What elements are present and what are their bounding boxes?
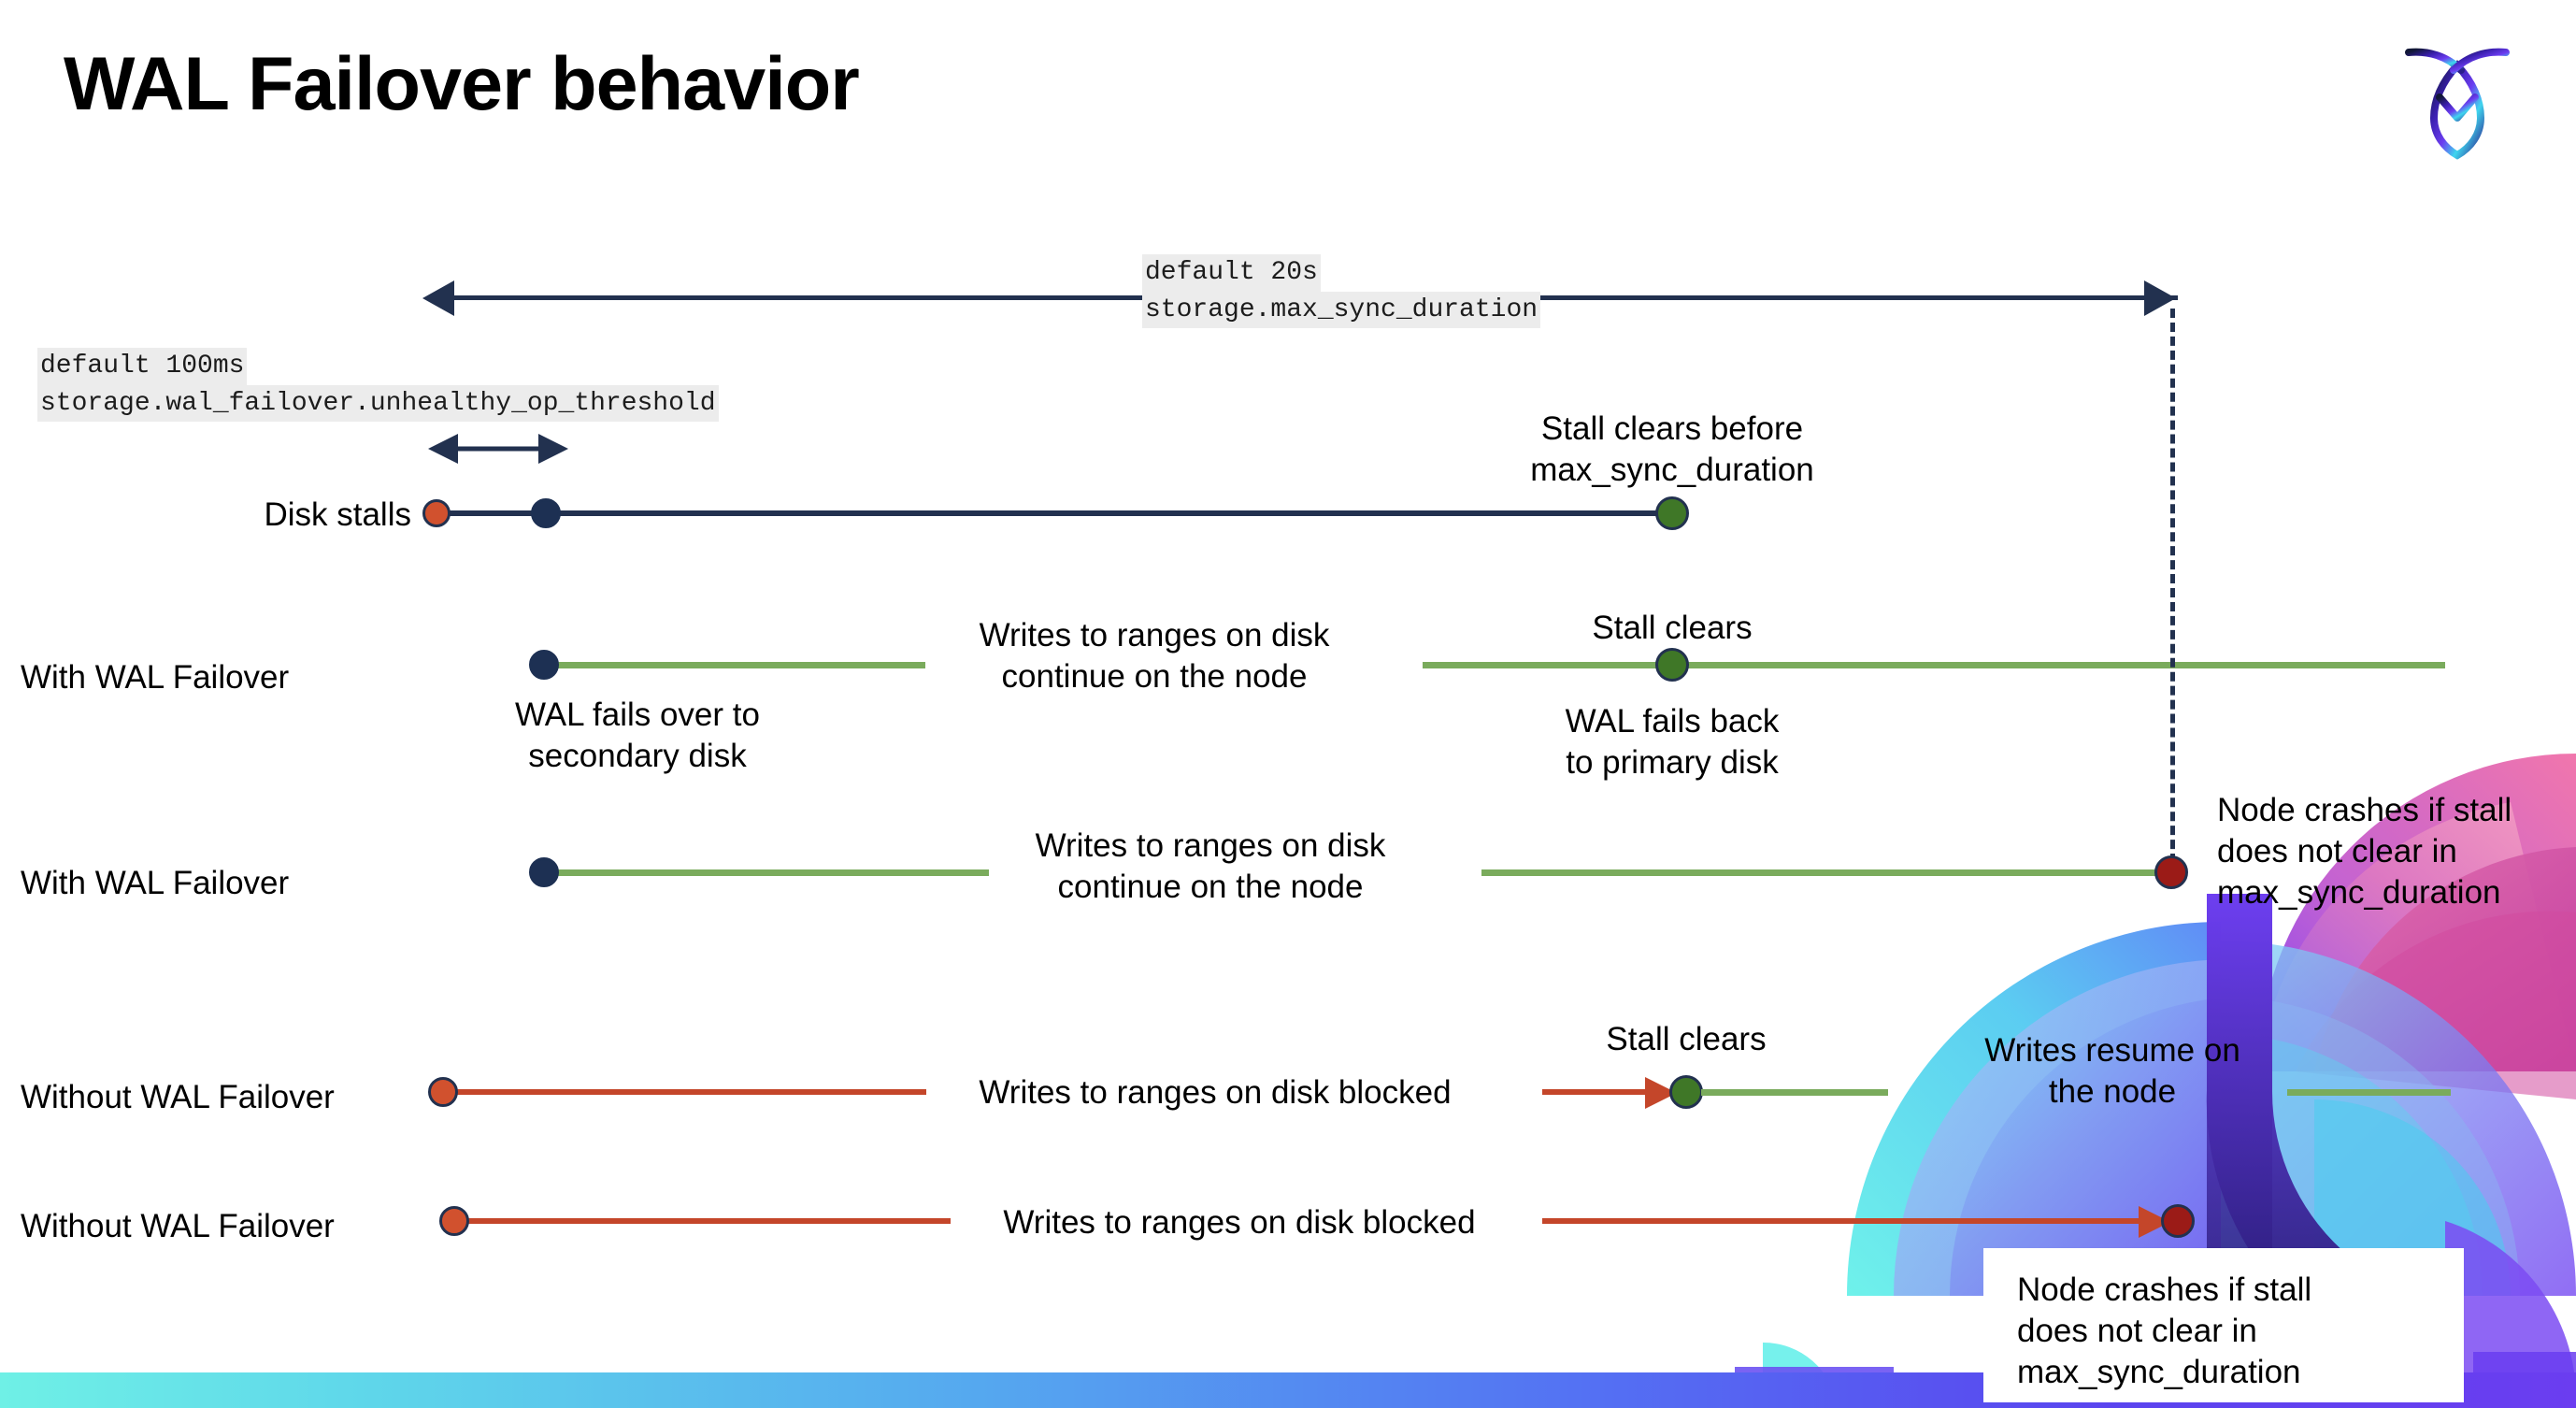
wal-failover-crash-dot — [2154, 855, 2188, 889]
row-label-without-wal-failover-2: Without WAL Failover — [21, 1208, 335, 1244]
wal-failover-crash-line-a — [540, 869, 989, 876]
max-sync-duration-dashed-line — [2170, 309, 2175, 877]
max-sync-duration-default: default 20s — [1142, 254, 1321, 292]
row-label-with-wal-failover-1: With WAL Failover — [21, 659, 290, 696]
annotation-wal-fails-over: WAL fails over to secondary disk — [515, 697, 760, 775]
row-label-without-wal-failover-1: Without WAL Failover — [21, 1079, 335, 1115]
without-failover-start-dot-1 — [428, 1077, 458, 1107]
annotation-writes-continue-2: Writes to ranges on disk continue on the… — [1035, 827, 1386, 906]
annotation-stall-clears-1: Stall clears — [1592, 610, 1753, 646]
disk-stall-clears-dot — [1655, 496, 1689, 530]
max-sync-duration-name: storage.max_sync_duration — [1142, 291, 1541, 329]
wal-failover-secondary-line-a — [540, 662, 925, 668]
annotation-writes-blocked-2: Writes to ranges on disk blocked — [1003, 1204, 1476, 1241]
max-sync-duration-setting: default 20s storage.max_sync_duration — [1142, 254, 1541, 329]
wal-failover-start-dot — [529, 650, 559, 680]
annotation-node-crashes-2: Node crashes if stall does not clear in … — [2017, 1272, 2312, 1391]
annotation-node-crashes-1: Node crashes if stall does not clear in … — [2217, 792, 2512, 912]
wal-failover-stall-clears-dot — [1655, 648, 1689, 682]
disk-stall-start-dot — [422, 499, 451, 527]
without-failover-blocked-line-a — [447, 1089, 926, 1095]
unhealthy-op-threshold-name: storage.wal_failover.unhealthy_op_thresh… — [37, 384, 719, 423]
max-sync-duration-right-arrow — [2144, 280, 2176, 316]
disk-stalls-line — [439, 510, 1673, 516]
without-failover-start-dot-2 — [439, 1206, 469, 1236]
row-label-with-wal-failover-2: With WAL Failover — [21, 865, 290, 901]
without-failover-stall-clears-dot — [1669, 1075, 1703, 1109]
wal-failover-secondary-line-b — [1423, 662, 2445, 668]
without-failover-crash-line-a — [460, 1218, 951, 1224]
annotation-writes-continue-1: Writes to ranges on disk continue on the… — [979, 617, 1330, 696]
node-crashes-callout — [1983, 1248, 2464, 1402]
wal-failover-crash-line-b — [1481, 869, 2178, 876]
wal-failover-crash-start-dot — [529, 857, 559, 887]
cockroachdb-logo — [2387, 28, 2527, 168]
max-sync-duration-left-arrow — [422, 280, 454, 316]
without-failover-blocked-line-b — [1542, 1089, 1659, 1095]
annotation-writes-resume: Writes resume on the node — [1984, 1032, 2240, 1111]
without-failover-resume-line-a — [1701, 1089, 1888, 1096]
annotation-stall-clears-2: Stall clears — [1606, 1021, 1767, 1057]
unhealthy-op-threshold-default: default 100ms — [37, 348, 248, 385]
unhealthy-op-threshold-setting: default 100ms storage.wal_failover.unhea… — [37, 348, 719, 423]
without-failover-crash-dot — [2161, 1204, 2195, 1238]
without-failover-resume-line-b — [2287, 1089, 2451, 1096]
disk-stall-failover-dot — [531, 498, 561, 528]
unhealthy-op-threshold-double-arrow — [428, 434, 568, 464]
without-failover-crash-arrowhead — [2139, 1206, 2170, 1238]
row-label-disk-stalls: Disk stalls — [264, 496, 411, 533]
without-failover-stall-clears-arrowhead — [1645, 1077, 1677, 1109]
annotation-stall-clears-before: Stall clears before max_sync_duration — [1530, 410, 1814, 489]
annotation-wal-fails-back: WAL fails back to primary disk — [1565, 703, 1780, 782]
annotation-writes-blocked-1: Writes to ranges on disk blocked — [979, 1074, 1452, 1111]
page-title: WAL Failover behavior — [64, 42, 860, 126]
without-failover-crash-line-b — [1542, 1218, 2159, 1224]
